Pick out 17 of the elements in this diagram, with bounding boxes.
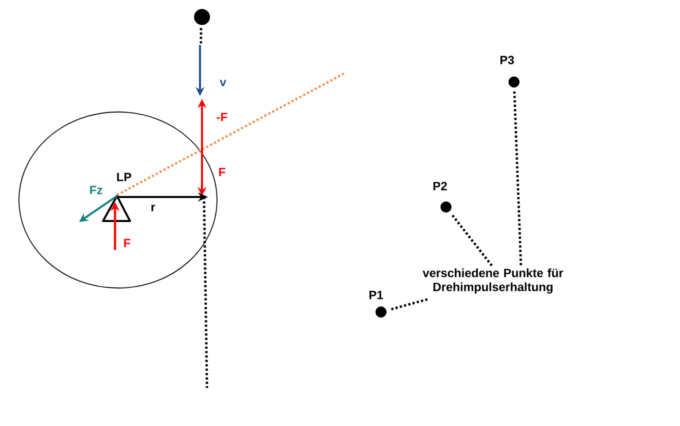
point-dot <box>440 202 452 212</box>
vector-label: v <box>220 80 226 86</box>
point-label: P3 <box>500 56 514 64</box>
vector-label: F <box>219 168 226 176</box>
vector-label: Fz <box>90 186 102 194</box>
note-text: verschiedene Punkte für Drehimpulserhaltung <box>422 268 564 294</box>
leader-line <box>513 90 522 266</box>
vector-label: F <box>124 238 130 248</box>
point-label: P1 <box>369 290 383 300</box>
vector-label: LP <box>117 172 132 182</box>
vector-label: r <box>151 204 156 212</box>
vector-label: -F <box>216 112 228 122</box>
leader-line <box>450 213 493 266</box>
point-dot <box>376 306 386 318</box>
point-label: P2 <box>433 182 447 190</box>
leader-line <box>389 298 428 311</box>
point-dot <box>508 76 520 88</box>
